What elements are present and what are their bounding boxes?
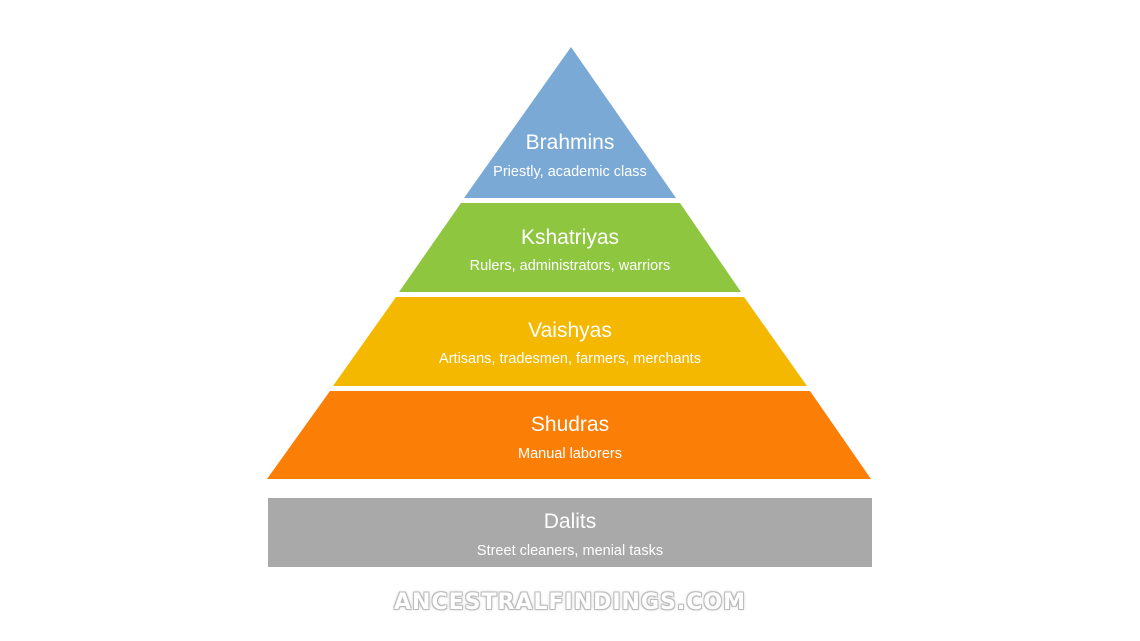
pyramid-layer-vaishyas xyxy=(333,297,807,386)
base-layer-dalits xyxy=(268,498,872,567)
base-title-dalits: Dalits xyxy=(544,510,597,533)
layer-title-brahmins: Brahmins xyxy=(526,131,615,154)
layer-subtitle-shudras: Manual laborers xyxy=(518,446,622,462)
pyramid-layer-brahmins xyxy=(464,47,676,198)
base-subtitle-dalits: Street cleaners, menial tasks xyxy=(477,543,663,559)
layer-subtitle-brahmins: Priestly, academic class xyxy=(493,164,647,180)
watermark-text: ANCESTRALFINDINGS.COM xyxy=(394,590,746,615)
layer-title-shudras: Shudras xyxy=(531,413,609,436)
layer-title-kshatriyas: Kshatriyas xyxy=(521,226,619,249)
pyramid-layer-kshatriyas xyxy=(399,203,741,292)
layer-title-vaishyas: Vaishyas xyxy=(528,319,612,342)
layer-subtitle-kshatriyas: Rulers, administrators, warriors xyxy=(470,258,671,274)
layer-subtitle-vaishyas: Artisans, tradesmen, farmers, merchants xyxy=(439,351,701,367)
pyramid-layer-shudras xyxy=(267,391,871,479)
